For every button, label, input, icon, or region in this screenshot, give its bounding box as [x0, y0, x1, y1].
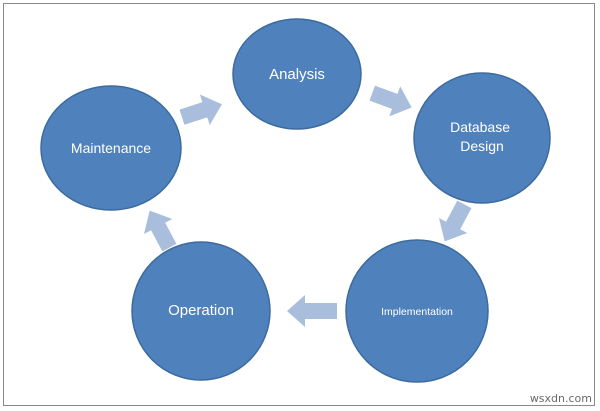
node-database-design-line-1: Database — [450, 119, 510, 135]
node-implementation-label: Implementation — [381, 306, 453, 318]
node-database-design-line-2: Design — [460, 138, 504, 154]
arrow-analysis-to-database-design — [369, 85, 412, 117]
arrow-operation-to-maintenance — [143, 210, 177, 252]
watermark-text: wsxdn.com — [529, 392, 592, 405]
node-database-design-label: Database Design — [450, 119, 514, 154]
node-maintenance: Maintenance — [40, 85, 182, 211]
node-maintenance-label: Maintenance — [71, 140, 151, 156]
arrow-maintenance-to-analysis — [179, 94, 222, 125]
arrow-database-design-to-implementation — [438, 200, 472, 242]
node-database-design: Database Design — [413, 72, 551, 204]
node-implementation: Implementation — [345, 239, 489, 383]
node-operation: Operation — [131, 241, 271, 381]
node-analysis: Analysis — [232, 18, 362, 130]
arrows — [143, 85, 472, 327]
arrow-implementation-to-operation — [287, 295, 337, 327]
node-analysis-label: Analysis — [269, 66, 325, 83]
node-operation-label: Operation — [168, 302, 234, 319]
